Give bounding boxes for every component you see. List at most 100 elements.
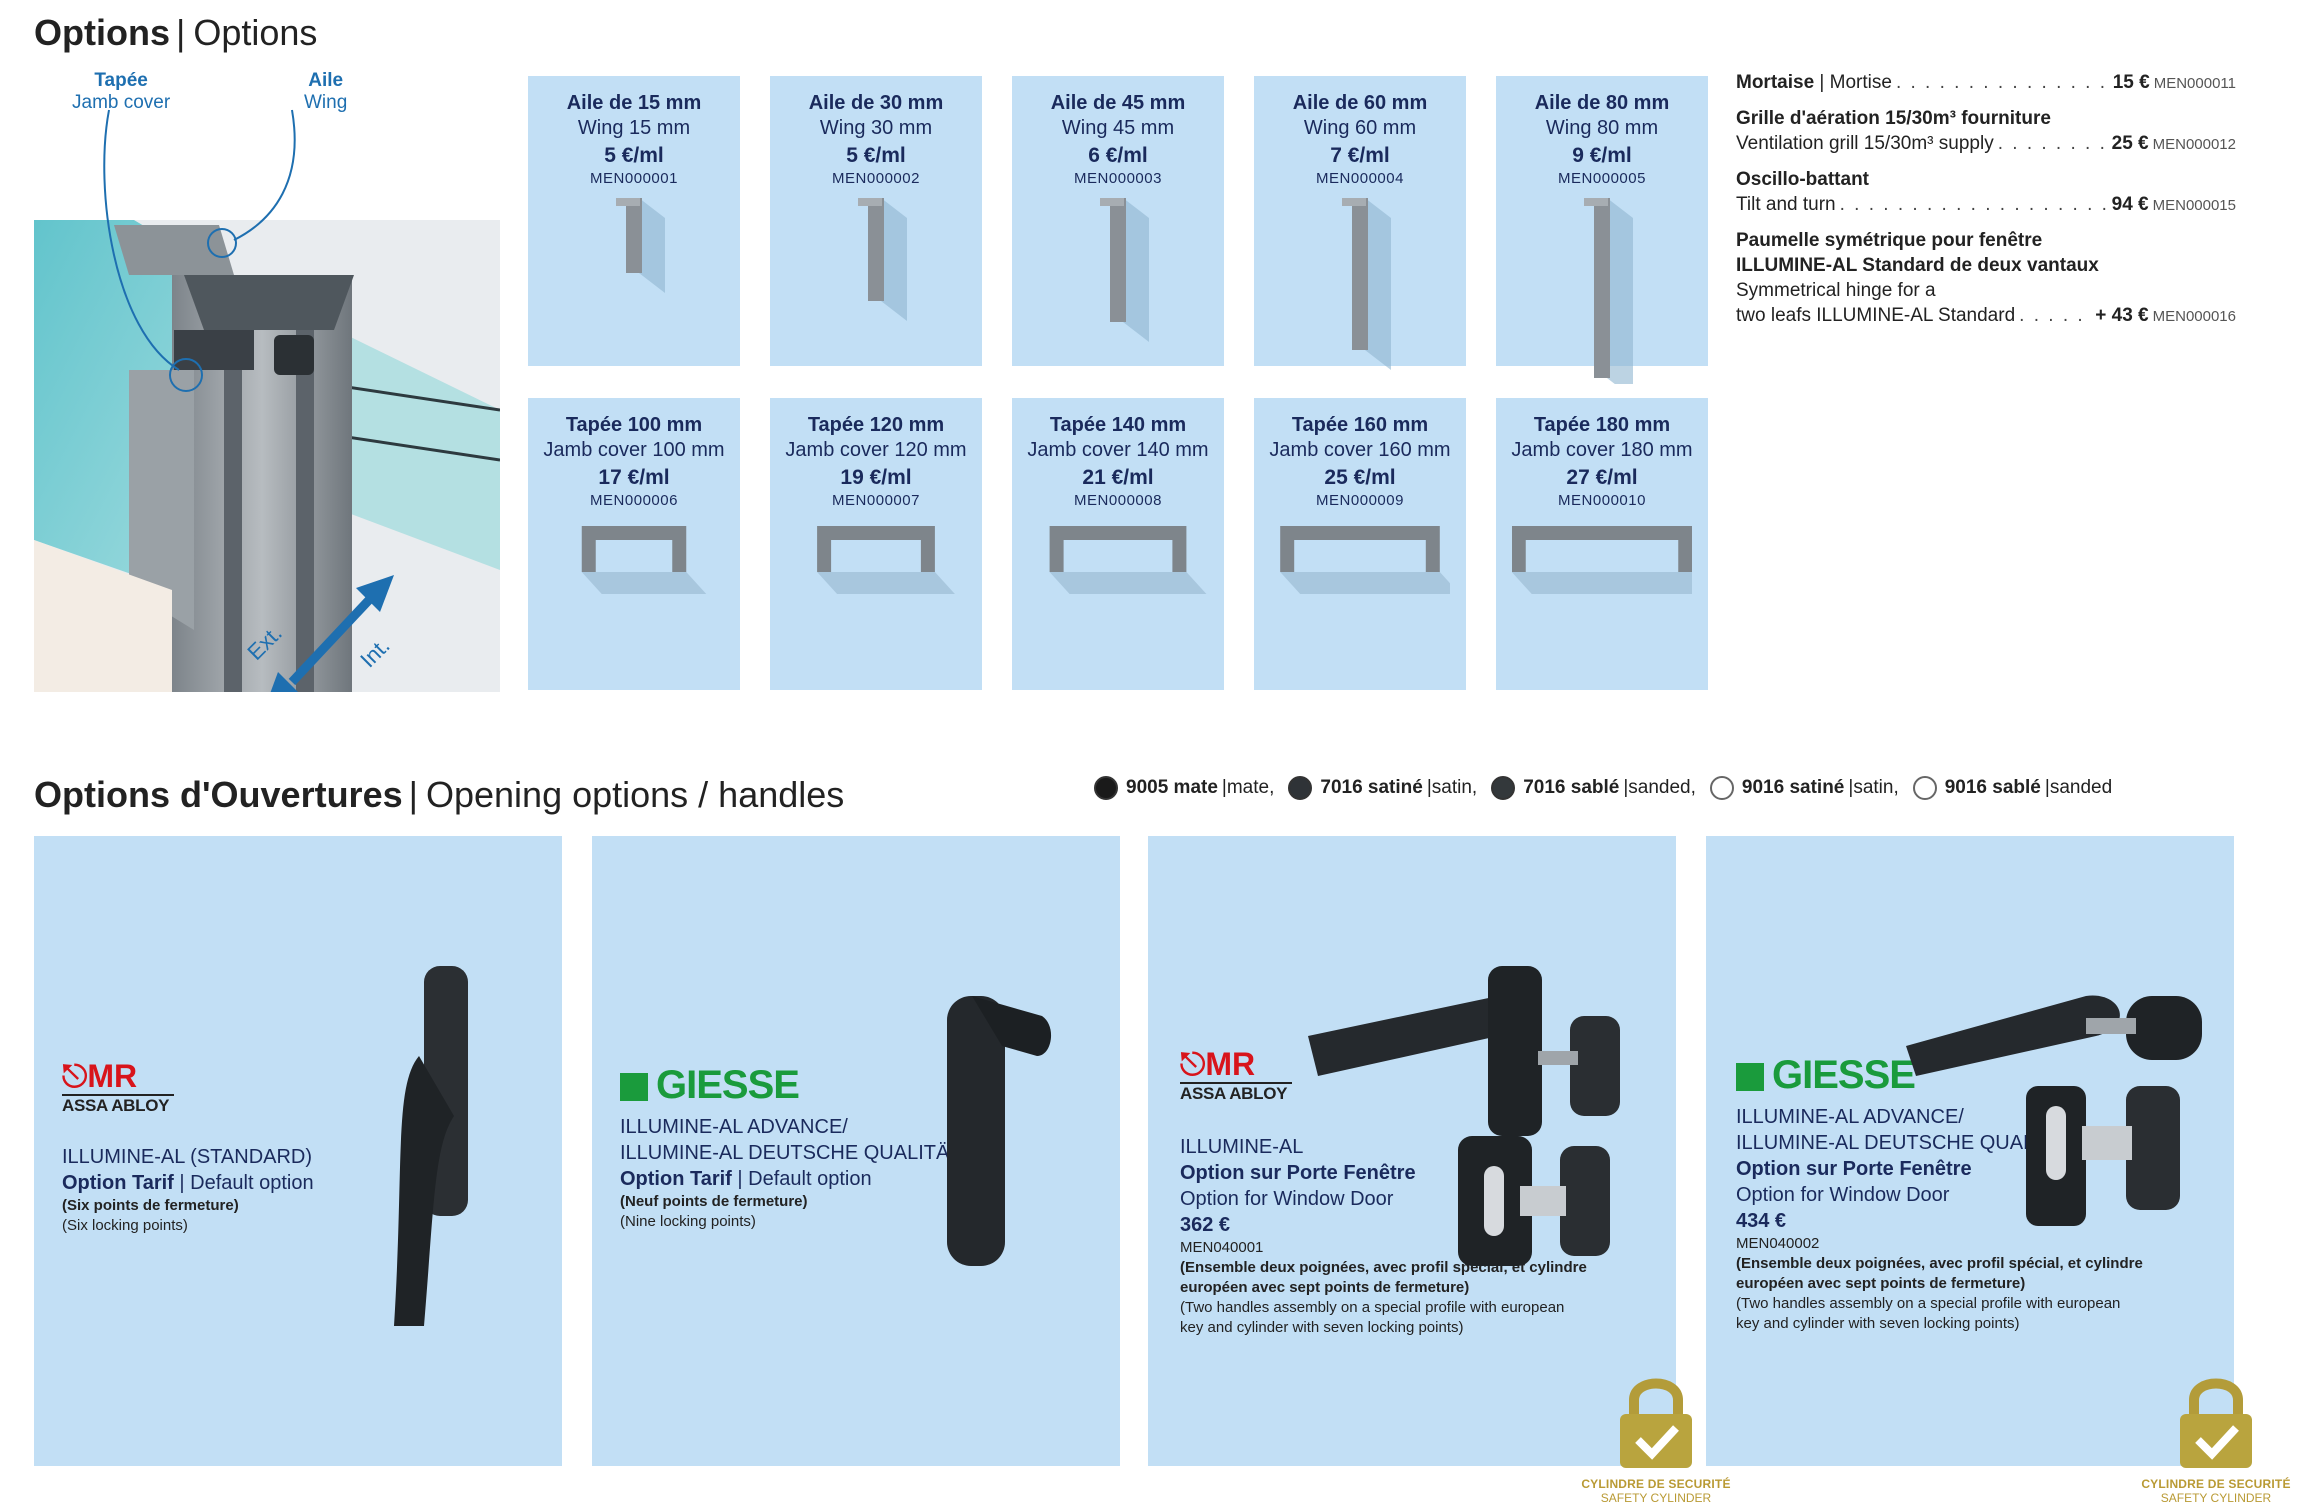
leader-dots — [1840, 192, 2108, 217]
jamb-profile-image — [1280, 526, 1450, 594]
product-line-2: ILLUMINE-AL DEUTSCHE QUALITÄT — [1736, 1132, 2078, 1154]
wing-name-en: Wing 30 mm — [819, 117, 933, 139]
card2-text: ILLUMINE-AL ADVANCE/ ILLUMINE-AL DEUTSCH… — [620, 1116, 962, 1230]
color-dot-icon — [1709, 776, 1734, 800]
assa-abloy-text: ASSA ABLOY — [62, 1096, 170, 1115]
callout-wing: Aile Wing — [304, 70, 347, 114]
wing-name-en: Wing 60 mm — [1303, 117, 1417, 139]
separator: | — [1426, 777, 1432, 798]
brand-logo-giesse: GIESSE — [620, 1064, 800, 1106]
detail-en1: (Two handles assembly on a special profi… — [1736, 1295, 2121, 1312]
option-en: Default option — [748, 1168, 872, 1190]
detail-fr2: européen avec sept points de fermeture) — [1736, 1275, 2026, 1292]
callout-jamb-en: Jamb cover — [72, 92, 171, 113]
jamb-code: MEN000010 — [1558, 492, 1646, 509]
window-profile-illustration: Tapée Jamb cover Aile Wing Int. — [34, 70, 501, 710]
jamb-profile-image — [817, 526, 955, 594]
jamb-name-fr: Tapée 180 mm — [1533, 414, 1671, 436]
product-code: MEN040001 — [1180, 1239, 1264, 1256]
jamb-name-en: Jamb cover 140 mm — [1027, 439, 1209, 461]
callout-wing-en: Wing — [304, 92, 348, 113]
detail-fr1: (Ensemble deux poignées, avec profil spé… — [1736, 1255, 2143, 1272]
detail-en: (Six locking points) — [62, 1217, 188, 1234]
jamb-price: 19 €/ml — [840, 466, 912, 489]
seal-label-en: SAFETY CYLINDER — [1600, 1491, 1712, 1505]
jamb-code: MEN000008 — [1074, 492, 1162, 509]
color-swatch: 7016 sablé| sanded, — [1491, 776, 1696, 800]
option-fr: Option Tarif — [620, 1168, 732, 1190]
tilt-en: Tilt and turn — [1736, 194, 1836, 215]
jamb-code: MEN000009 — [1316, 492, 1404, 509]
color-code: 7016 satiné — [1320, 777, 1423, 798]
product-line-1: ILLUMINE-AL ADVANCE/ — [620, 1116, 848, 1138]
price: 434 € — [1736, 1210, 1787, 1232]
wing-name-fr: Aile de 45 mm — [1050, 92, 1186, 114]
price-item-hinge: Paumelle symétrique pour fenêtre ILLUMIN… — [1736, 228, 2236, 329]
tilt-price: 94 € — [2111, 194, 2149, 215]
color-finish-en: satin, — [1431, 777, 1478, 798]
detail-fr: (Six points de fermeture) — [62, 1197, 239, 1214]
hinge-code: MEN000016 — [2152, 308, 2236, 325]
wing-price: 7 €/ml — [1330, 144, 1390, 167]
wing-code: MEN000001 — [590, 170, 678, 187]
detail-fr2: européen avec sept points de fermeture) — [1180, 1279, 1470, 1296]
separator: | — [1623, 777, 1629, 798]
safety-cylinder-badge: CYLINDRE DE SECURITÉ SAFETY CYLINDER — [2126, 1372, 2306, 1505]
option-en: Option for Window Door — [1180, 1188, 1394, 1210]
mortise-fr: Mortaise — [1736, 72, 1815, 93]
product-line-2: ILLUMINE-AL DEUTSCHE QUALITÄT — [620, 1142, 962, 1164]
option-fr: Option sur Porte Fenêtre — [1736, 1158, 1972, 1180]
leader-dots — [1998, 131, 2108, 156]
giesse-square-icon — [620, 1073, 648, 1102]
giesse-text: GIESSE — [1772, 1053, 1916, 1097]
grill-code: MEN000012 — [2152, 136, 2236, 153]
color-code: 9016 satiné — [1741, 777, 1845, 798]
section-title-options: Options|Options — [34, 12, 317, 54]
jamb-profile-image — [1512, 526, 1692, 594]
assa-abloy-text: ASSA ABLOY — [1180, 1084, 1288, 1103]
seal-label-fr: CYLINDRE DE SECURITÉ — [2141, 1477, 2291, 1491]
wing-code: MEN000005 — [1558, 170, 1646, 187]
jamb-price: 17 €/ml — [598, 466, 670, 489]
hinge-fr2: ILLUMINE-AL Standard de deux vantaux — [1736, 255, 2099, 276]
jamb-name-en: Jamb cover 120 mm — [785, 439, 967, 461]
mortise-label: Mortaise | Mortise — [1736, 72, 1892, 93]
callout-jamb-fr: Tapée — [94, 70, 148, 91]
color-code: 7016 sablé — [1523, 777, 1620, 798]
title-separator: | — [175, 12, 186, 53]
mortise-en: Mortise — [1829, 72, 1892, 93]
detail-en: (Nine locking points) — [620, 1213, 756, 1230]
wing-profile-image — [616, 198, 665, 293]
color-swatch: 9005 mate| mate, — [1094, 776, 1274, 800]
separator: | — [2044, 777, 2050, 798]
jamb-name-en: Jamb cover 100 mm — [543, 439, 725, 461]
wing-code: MEN000003 — [1074, 170, 1162, 187]
jamb-price: 25 €/ml — [1324, 466, 1396, 489]
profile-cutaway-image — [34, 109, 501, 710]
color-dot-icon — [1094, 776, 1118, 800]
wing-name-fr: Aile de 30 mm — [808, 92, 944, 114]
option-fr: Option Tarif — [62, 1172, 174, 1194]
title-fr: Options — [34, 12, 170, 53]
jamb-code: MEN000006 — [590, 492, 678, 509]
price-item-tilt-turn: Oscillo-battant Tilt and turn 94 € MEN00… — [1736, 167, 2236, 218]
hinge-price: + 43 € — [2095, 305, 2149, 326]
mr-keyhole-icon: ⎋ — [62, 1058, 88, 1094]
color-swatch: 7016 satiné| satin, — [1288, 776, 1477, 800]
color-finish-list: 9005 mate| mate,7016 satiné| satin,7016 … — [1094, 776, 2126, 800]
product-name: ILLUMINE-AL — [1180, 1136, 1304, 1158]
safety-cylinder-badge: CYLINDRE DE SECURITÉ SAFETY CYLINDER — [1566, 1372, 1746, 1505]
jamb-code: MEN000007 — [832, 492, 920, 509]
brand-logo-giesse: GIESSE — [1736, 1053, 1916, 1097]
wing-name-en: Wing 45 mm — [1061, 117, 1175, 139]
handle-card-mr-standard: ⎋MR ASSA ABLOY ILLUMINE-AL (STANDARD) Op… — [34, 836, 562, 1466]
wing-profile-image — [858, 198, 907, 321]
hinge-fr1: Paumelle symétrique pour fenêtre — [1736, 230, 2043, 251]
wing-name-fr: Aile de 80 mm — [1534, 92, 1670, 114]
callout-wing-fr: Aile — [308, 70, 344, 91]
jamb-name-fr: Tapée 100 mm — [565, 414, 703, 436]
handle-card-mr-window-door: ⎋MR ASSA ABLOY ILLUMINE-AL Option sur Po… — [1148, 836, 1730, 1505]
